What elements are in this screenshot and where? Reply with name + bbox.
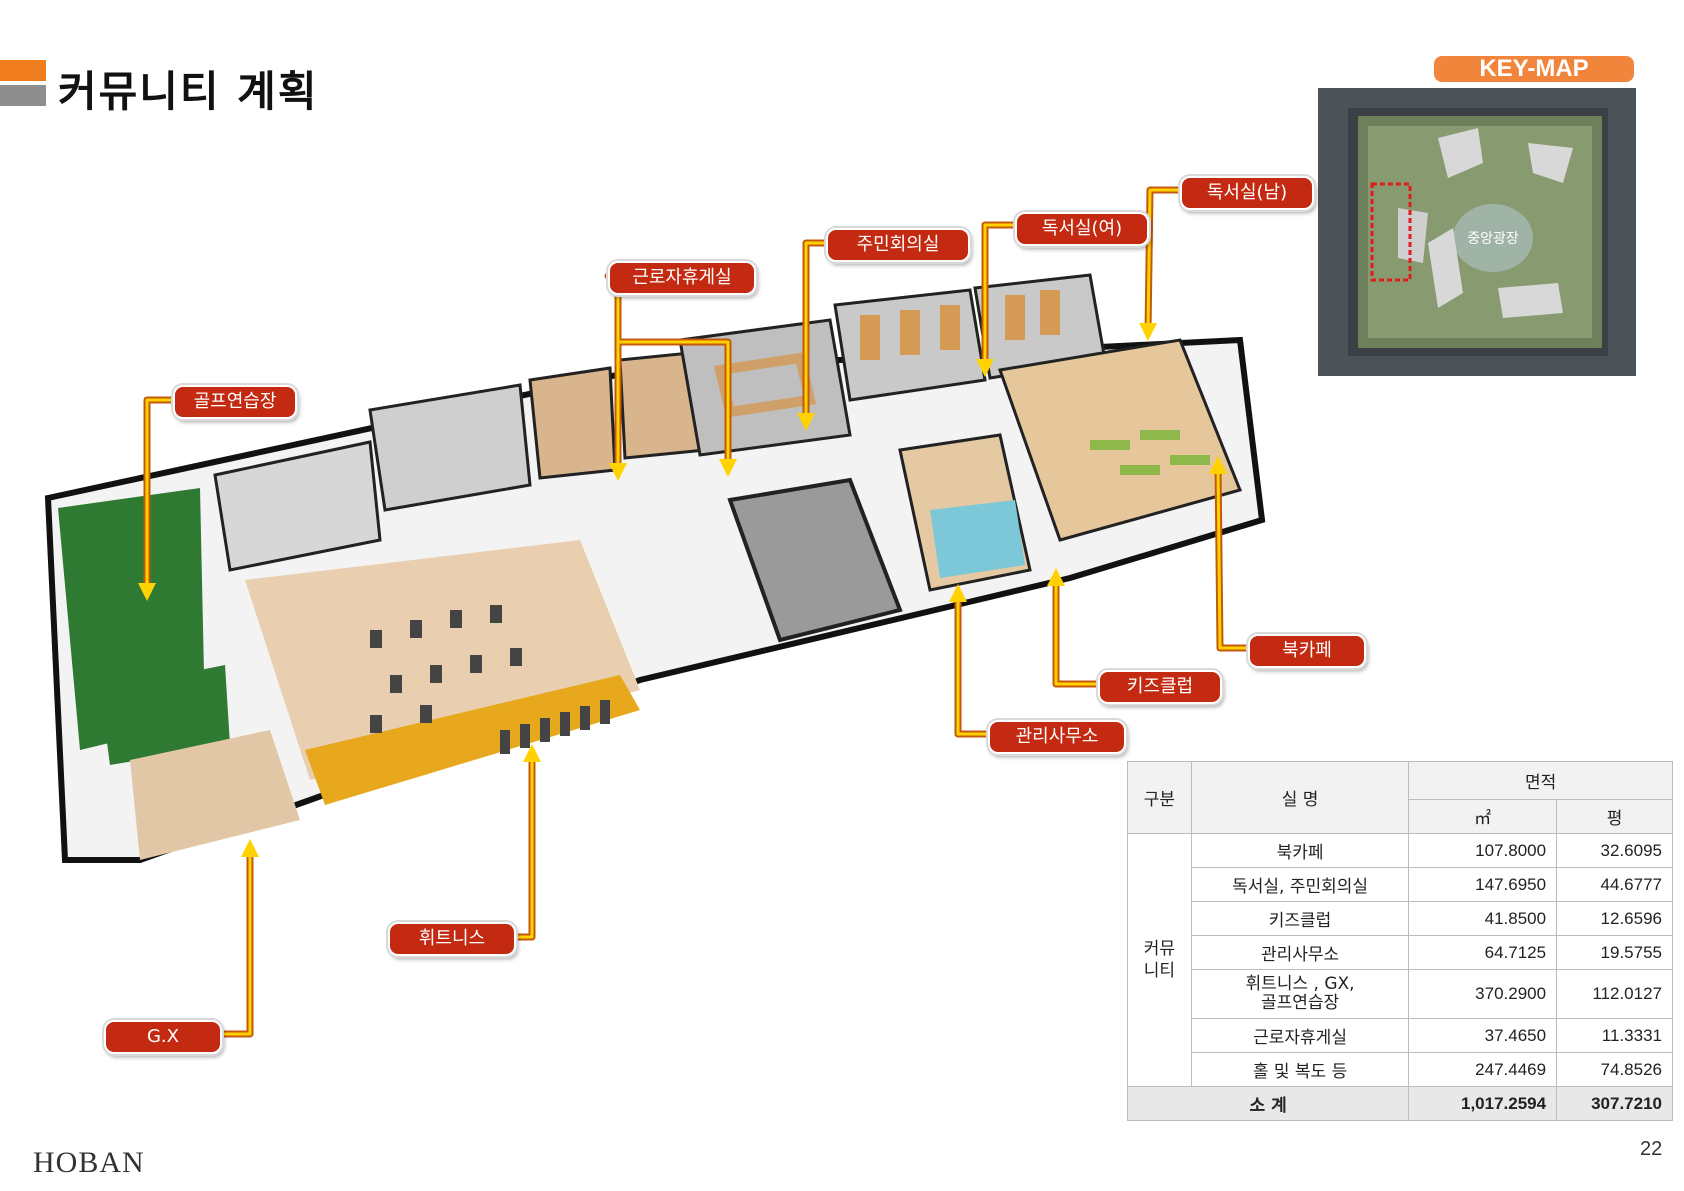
table-row: 근로자휴게실 37.4650 11.3331 (1128, 1018, 1673, 1053)
room-name-cell: 키즈클럽 (1190, 901, 1410, 936)
callout-worker-rest-room: 근로자휴게실 (608, 261, 756, 295)
area-pyeong-cell: 74.8526 (1556, 1052, 1673, 1087)
header-unit-m2: ㎡ (1408, 799, 1558, 834)
total-label: 소 계 (1126, 1086, 1410, 1121)
table-row: 관리사무소 64.7125 19.5755 (1128, 935, 1673, 970)
table-total-row: 소 계 1,017.2594 307.7210 (1126, 1086, 1673, 1121)
callout-fitness: 휘트니스 (388, 922, 516, 956)
callout-book-cafe: 북카페 (1248, 634, 1366, 668)
table-header-row: 구분 실 명 면적 (1127, 761, 1673, 834)
table-row: 독서실, 주민회의실 147.6950 44.6777 (1128, 867, 1673, 902)
room-name-cell: 관리사무소 (1190, 935, 1410, 970)
table-row: 홀 및 복도 등 247.4469 74.8526 (1128, 1052, 1673, 1087)
area-m2-cell: 64.7125 (1408, 935, 1558, 970)
area-m2-cell: 247.4469 (1408, 1052, 1558, 1087)
room-name-cell: 북카페 (1190, 833, 1410, 868)
area-pyeong-cell: 19.5755 (1556, 935, 1673, 970)
area-pyeong-cell: 32.6095 (1556, 833, 1673, 868)
page-number: 22 (1640, 1138, 1663, 1160)
area-m2-cell: 370.2900 (1408, 969, 1558, 1019)
room-name-cell: 독서실, 주민회의실 (1190, 867, 1410, 902)
room-name-cell: 근로자휴게실 (1190, 1018, 1410, 1053)
table-row: 키즈클럽 41.8500 12.6596 (1128, 901, 1673, 936)
callout-kids-club: 키즈클럽 (1098, 670, 1222, 704)
title-accent-orange (0, 60, 46, 81)
area-pyeong-cell: 12.6596 (1556, 901, 1673, 936)
room-name-cell: 홀 및 복도 등 (1190, 1052, 1410, 1087)
table-row: 휘트니스 , GX, 골프연습장 370.2900 112.0127 (1128, 969, 1673, 1019)
total-pyeong: 307.7210 (1556, 1086, 1673, 1121)
page-title: 커뮤니티 계획 (58, 67, 319, 116)
area-table: 구분 실 명 면적 ㎡ 평 커뮤 니티 북카페 107.8000 32.6095… (1126, 761, 1673, 1121)
header-unit-pyeong: 평 (1556, 799, 1673, 834)
area-m2-cell: 41.8500 (1408, 901, 1558, 936)
area-m2-cell: 37.4650 (1408, 1018, 1558, 1053)
table-row: 커뮤 니티 북카페 107.8000 32.6095 (1127, 833, 1673, 1087)
callout-resident-meeting-room: 주민회의실 (826, 228, 970, 262)
brand-logo: HOBAN (33, 1146, 145, 1179)
area-m2-cell: 107.8000 (1408, 833, 1558, 868)
keymap-image: 중앙광장 (1318, 88, 1636, 376)
callout-gx-room: G.X (104, 1020, 222, 1054)
group-label: 커뮤 니티 (1143, 939, 1176, 981)
header-category: 구분 (1127, 761, 1192, 834)
title-accent-mark (0, 60, 46, 106)
keymap-center-text: 중앙광장 (1467, 231, 1519, 247)
room-name-cell: 휘트니스 , GX, 골프연습장 (1190, 969, 1410, 1019)
header-room-name: 실 명 (1190, 761, 1410, 834)
header-area: 면적 (1408, 761, 1673, 800)
callout-management-office: 관리사무소 (988, 720, 1126, 754)
callout-study-room-men: 독서실(남) (1180, 176, 1314, 210)
callout-study-room-women: 독서실(여) (1015, 212, 1149, 246)
group-cell: 커뮤 니티 (1127, 833, 1192, 1087)
total-m2: 1,017.2594 (1408, 1086, 1558, 1121)
area-pyeong-cell: 44.6777 (1556, 867, 1673, 902)
area-m2-cell: 147.6950 (1408, 867, 1558, 902)
title-accent-gray (0, 85, 46, 106)
area-pyeong-cell: 112.0127 (1556, 969, 1673, 1019)
area-pyeong-cell: 11.3331 (1556, 1018, 1673, 1053)
callout-golf-range: 골프연습장 (173, 385, 297, 419)
keymap-label: KEY-MAP (1434, 56, 1634, 82)
